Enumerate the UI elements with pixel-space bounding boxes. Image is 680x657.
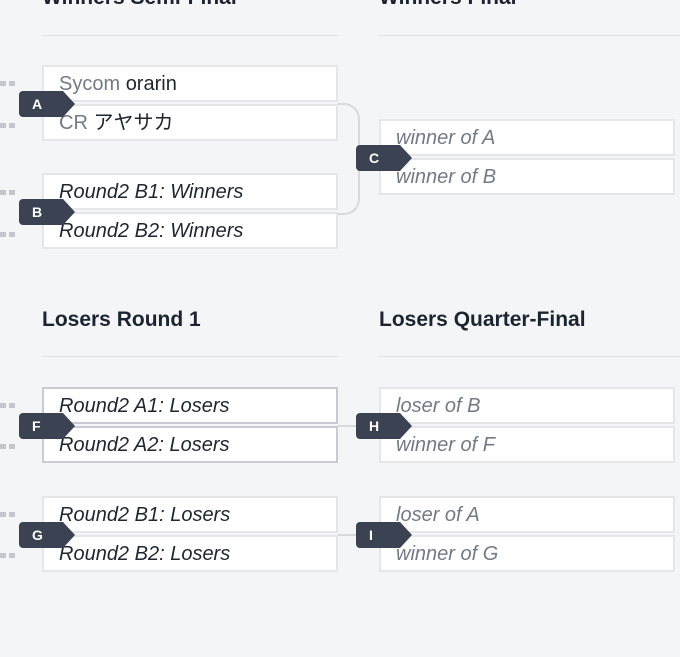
team-tag: CR (59, 112, 88, 134)
divider (379, 35, 680, 36)
match-a-slot-bottom[interactable]: CR アヤサカ (42, 104, 338, 141)
section-title-winners-final: Winners Final (379, 0, 517, 10)
match-h-slot-bottom[interactable]: winner of F (379, 426, 675, 463)
match-badge-i[interactable]: I (356, 522, 412, 548)
match-badge-a[interactable]: A (19, 91, 75, 117)
connector-dots (0, 232, 18, 237)
player-name: アヤサカ (93, 112, 174, 134)
connector-dots (0, 512, 18, 517)
match-badge-b[interactable]: B (19, 199, 75, 225)
match-f-slot-bottom[interactable]: Round2 A2: Losers (42, 426, 338, 463)
match-g-slot-top[interactable]: Round2 B1: Losers (42, 496, 338, 533)
connector-dots (0, 444, 18, 449)
connector-dots (0, 403, 18, 408)
team-tag: Sycom (59, 73, 121, 95)
match-c-slot-top[interactable]: winner of A (379, 119, 675, 156)
connector-dots (0, 123, 18, 128)
match-i-slot-top[interactable]: loser of A (379, 496, 675, 533)
divider (42, 356, 339, 357)
match-f-slot-top[interactable]: Round2 A1: Losers (42, 387, 338, 424)
match-b-slot-top[interactable]: Round2 B1: Winners (42, 173, 338, 210)
section-title-losers-quarter: Losers Quarter-Final (379, 308, 586, 331)
match-i-slot-bottom[interactable]: winner of G (379, 535, 675, 572)
connector-dots (0, 81, 18, 86)
section-title-losers-round1: Losers Round 1 (42, 308, 201, 331)
match-h-slot-top[interactable]: loser of B (379, 387, 675, 424)
match-b-slot-bottom[interactable]: Round2 B2: Winners (42, 212, 338, 249)
match-badge-f[interactable]: F (19, 413, 75, 439)
player-name: orarin (125, 73, 177, 95)
connector-dots (0, 190, 18, 195)
match-g-slot-bottom[interactable]: Round2 B2: Losers (42, 535, 338, 572)
match-badge-g[interactable]: G (19, 522, 75, 548)
match-badge-c[interactable]: C (356, 145, 412, 171)
connector-dots (0, 553, 18, 558)
match-badge-h[interactable]: H (356, 413, 412, 439)
match-c-slot-bottom[interactable]: winner of B (379, 158, 675, 195)
section-title-winners-semi: Winners Semi-Final (42, 0, 237, 10)
match-a-slot-top[interactable]: Sycom orarin (42, 65, 338, 102)
divider (379, 356, 680, 357)
divider (42, 35, 339, 36)
